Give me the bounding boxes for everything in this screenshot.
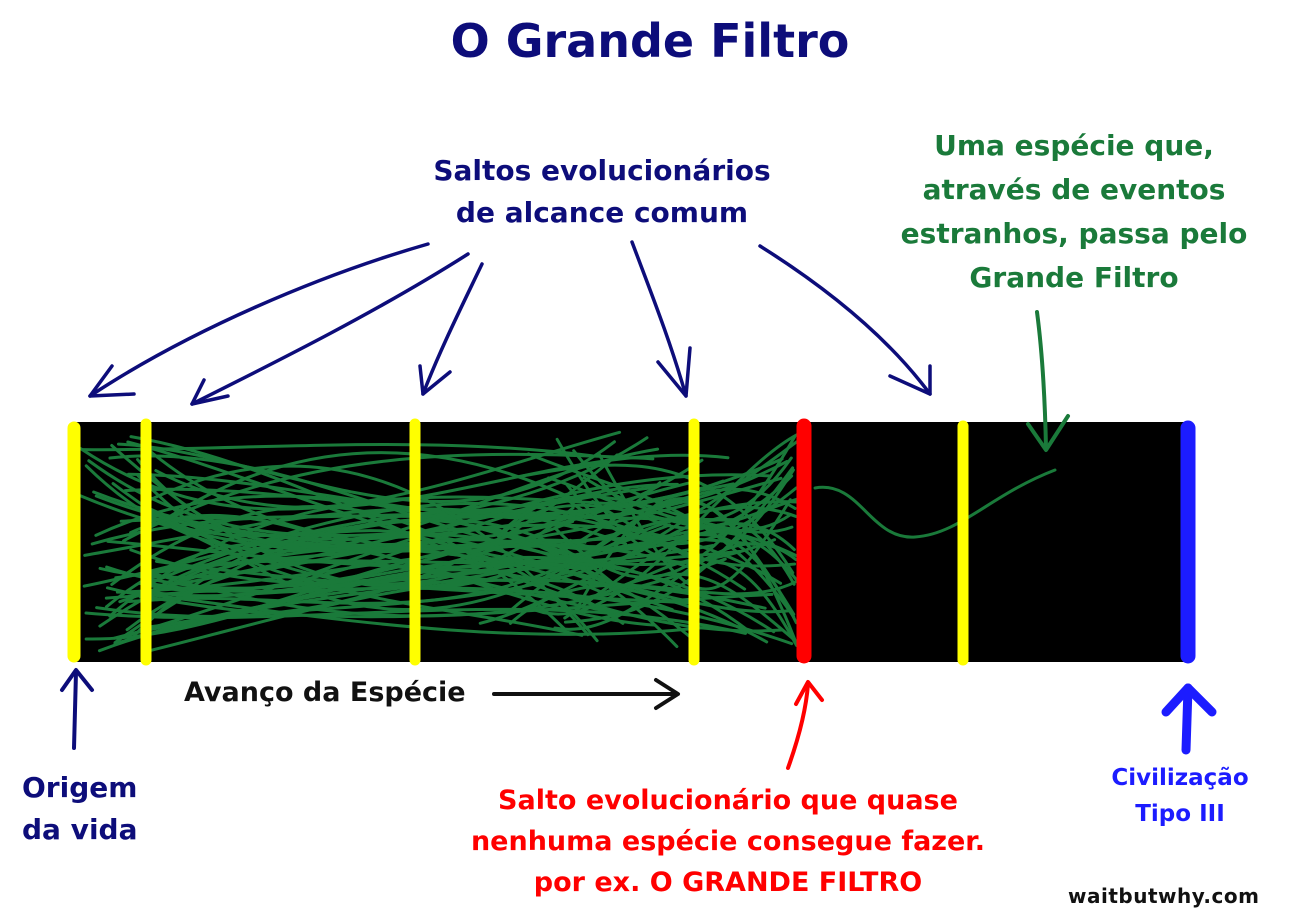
species-line [148,501,627,585]
species-line [497,503,792,539]
species-line [148,464,590,637]
common-leaps-label: Saltos evolucionários de alcance comum [422,150,782,234]
species-line [526,433,799,616]
common-leap-arrow-2 [190,252,470,406]
species-progress-label: Avanço da Espécie [184,677,466,708]
progress-arrow [492,678,680,710]
species-line [502,494,794,534]
species-line [105,586,774,619]
species-line [508,579,799,625]
origin-of-life-label: Origem da vida [22,767,137,851]
species-line [155,562,568,605]
origin-arrow [60,668,94,750]
species-line [116,440,616,503]
origin-of-life-label-line-1: Origem [22,771,138,804]
great-filter-label-line-3: por ex. O GRANDE FILTRO [533,867,923,898]
rare-species-label-line-1: Uma espécie que, [934,129,1214,162]
type-three-label-line-1: Civilização [1111,765,1249,791]
diagram-title: O Grande Filtro [450,14,850,68]
common-leap-arrow-3 [418,262,484,396]
common-leaps-label-line-1: Saltos evolucionários [433,154,771,187]
species-line [142,444,603,594]
watermark: waitbutwhy.com [1068,884,1260,908]
rare-species-label-line-2: através de eventos [922,173,1226,206]
rare-species-arrow [1026,310,1070,452]
great-filter-label-line-2: nenhuma espécie consegue fazer. [470,826,986,857]
species-line [554,435,797,579]
great-filter-label-line-1: Salto evolucionário que quase [498,785,958,816]
common-leap-arrow-1 [88,242,430,398]
common-leap-arrow-4 [630,240,692,398]
great-filter-label: Salto evolucionário que quase nenhuma es… [468,780,988,903]
rare-species-label: Uma espécie que, através de eventos estr… [894,124,1254,300]
species-line [83,507,628,557]
surviving-species-line [813,468,1057,539]
rare-species-label-line-3: estranhos, passa pelo [900,217,1248,250]
species-line [563,466,795,624]
great-filter-arrow [786,680,824,770]
species-line [565,483,796,552]
species-line [92,490,581,576]
type-three-civilization-label: Civilização Tipo III [1100,760,1260,832]
common-leaps-label-line-2: de alcance comum [455,196,749,229]
species-line [129,527,733,585]
species-line [508,500,799,613]
species-line [501,557,792,614]
type-three-label-line-2: Tipo III [1135,801,1225,827]
common-leap-arrow-5 [758,244,932,396]
origin-of-life-label-line-2: da vida [22,813,138,846]
type-three-arrow [1161,683,1217,755]
rare-species-label-line-4: Grande Filtro [969,261,1179,294]
species-lines [78,430,800,653]
